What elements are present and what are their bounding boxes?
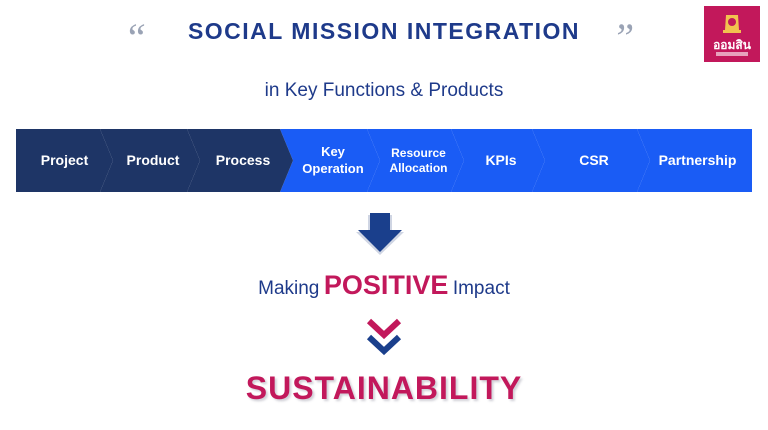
double-chevron-down-icon (366, 318, 402, 356)
process-step-label: KPIs (485, 151, 517, 168)
process-step-label: Operation (302, 160, 364, 176)
impact-emphasis: POSITIVE (323, 270, 449, 300)
process-step-kpis: KPIs (451, 129, 545, 192)
process-step-label: CSR (579, 151, 609, 168)
page-title: SOCIAL MISSION INTEGRATION (187, 18, 581, 44)
process-step-label: Project (40, 151, 89, 168)
process-step-csr: CSR (532, 129, 650, 192)
process-step-label: Allocation (389, 160, 448, 175)
process-step-label: Resource (391, 145, 446, 160)
impact-prefix: Making (258, 278, 320, 299)
impact-suffix: Impact (452, 278, 510, 299)
close-quote: ” (612, 15, 635, 60)
process-step-label: Product (126, 151, 180, 168)
emblem-icon (704, 6, 760, 62)
down-arrow-icon (356, 213, 404, 255)
process-step-product: Product (100, 129, 200, 192)
subtitle: in Key Functions & Products (264, 80, 504, 101)
process-step-label: Partnership (658, 151, 737, 168)
process-step-partnership: Partnership (637, 129, 752, 192)
process-step-label: Key (321, 144, 345, 160)
process-step-project: Project (16, 129, 113, 192)
impact-line: Making POSITIVE Impact (0, 270, 768, 301)
sustainability-heading: SUSTAINABILITY (245, 370, 523, 406)
logo-wordmark: ออมสิน (713, 38, 751, 52)
open-quote: “ (124, 15, 147, 60)
gsb-logo: ออมสิน (704, 6, 760, 62)
process-step-process: Process (187, 129, 293, 192)
process-step-label: Process (215, 151, 271, 168)
